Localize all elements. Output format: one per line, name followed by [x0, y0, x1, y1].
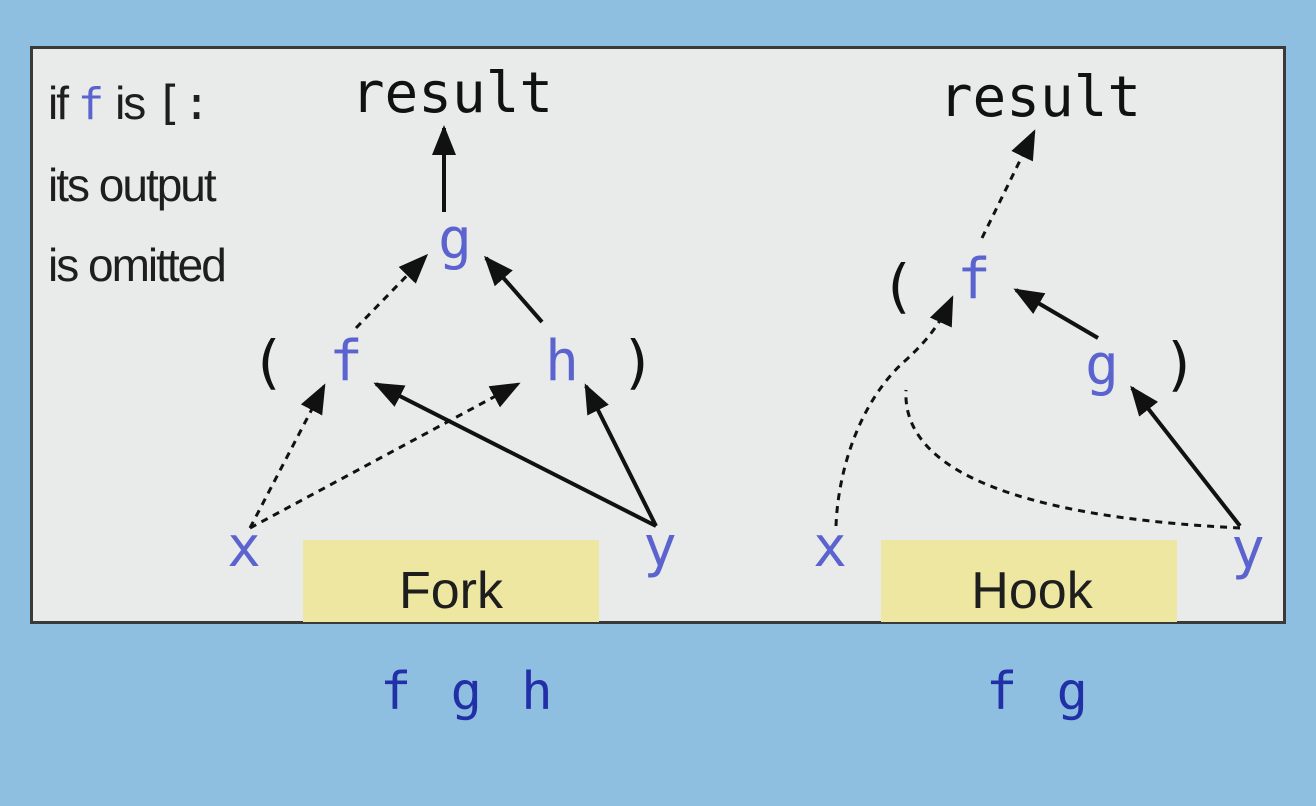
- note-is: is: [115, 77, 146, 129]
- note-cap-verb: [:: [155, 76, 211, 130]
- hook-f-verb: f: [957, 247, 991, 312]
- hook-arrow-y-to-x-curve: [904, 389, 1241, 530]
- fork-arrow-y-to-f: [373, 382, 657, 528]
- hook-g-verb: g: [1085, 333, 1119, 398]
- hook-x-arg: x: [813, 515, 847, 580]
- fork-arrow-h-to-g: [484, 255, 544, 324]
- note-f-verb: f: [77, 79, 105, 130]
- note-if: if: [48, 77, 69, 129]
- fork-arrow-y-to-h: [584, 383, 658, 527]
- fork-arrow-x-to-h: [249, 382, 521, 530]
- note-line-2: its output: [48, 159, 217, 211]
- fork-h-verb: h: [545, 329, 579, 394]
- hook-arrow-g-to-f: [1013, 288, 1100, 340]
- fork-label: Fork: [399, 562, 504, 620]
- hook-close-paren: ): [1163, 330, 1198, 398]
- fork-result-label: result: [351, 61, 553, 126]
- diagram-panel: [30, 46, 1286, 624]
- fork-open-paren: (: [251, 328, 286, 396]
- fork-arrow-f-to-g: [354, 253, 429, 330]
- hook-caption: f g: [986, 662, 1088, 722]
- fork-label-box: [303, 540, 599, 622]
- hook-open-paren: (: [881, 252, 916, 320]
- note-line-3: is omitted: [48, 239, 227, 291]
- hook-label: Hook: [971, 562, 1093, 620]
- fork-g-verb: g: [438, 207, 472, 272]
- fork-caption: f g h: [380, 662, 553, 722]
- hook-label-box: [881, 540, 1177, 622]
- note-line-1: if f is [:: [48, 76, 210, 130]
- hook-arrow-f-to-result: [980, 129, 1036, 239]
- fork-y-arg: y: [643, 515, 677, 580]
- hook-arrow-y-to-g: [1130, 385, 1242, 528]
- hook-result-label: result: [939, 65, 1141, 130]
- hook-arrow-x-to-f: [834, 295, 954, 527]
- fork-close-paren: ): [621, 328, 656, 396]
- fork-arrow-x-to-f: [248, 383, 326, 529]
- fork-f-verb: f: [329, 329, 363, 394]
